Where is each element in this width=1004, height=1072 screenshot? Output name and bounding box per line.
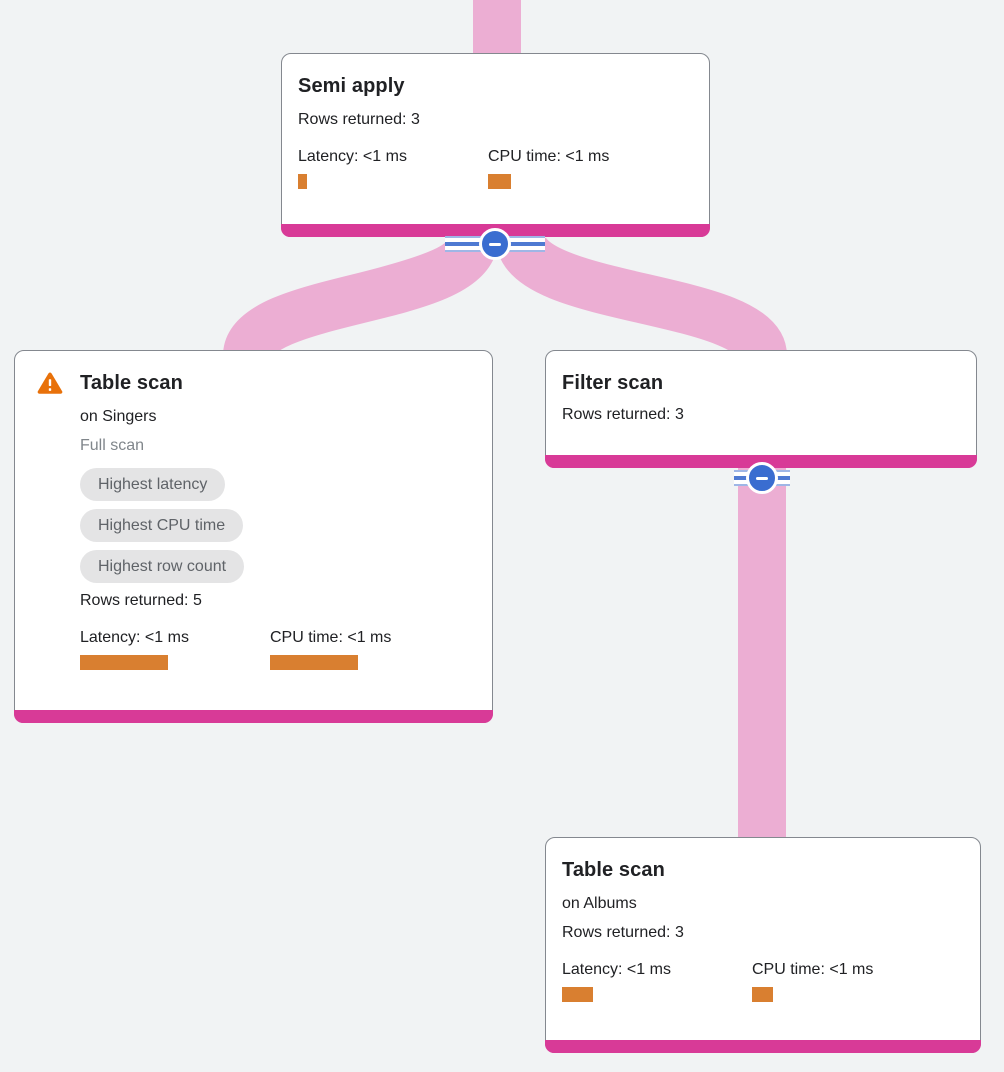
node-body: on Singers Full scan Highest latency Hig… [80, 407, 476, 670]
cpu-label: CPU time: <1 ms [488, 148, 610, 165]
latency-label: Latency: <1 ms [80, 629, 189, 646]
cpu-bar [752, 987, 773, 1002]
metrics-row: Latency: <1 ms CPU time: <1 ms [80, 628, 476, 670]
minus-icon [489, 242, 501, 246]
node-accent-bar [14, 710, 493, 723]
collapse-button[interactable] [746, 462, 778, 494]
link-semi-apply-to-table-scan-singers [223, 233, 498, 361]
rows-returned: Rows returned: 3 [562, 406, 684, 423]
rows-returned: Rows returned: 5 [80, 592, 202, 609]
node-table-scan-albums[interactable]: Table scan on Albums Rows returned: 3 La… [545, 837, 981, 1053]
scan-type: Full scan [80, 437, 145, 454]
latency-label: Latency: <1 ms [298, 148, 407, 165]
cpu-label: CPU time: <1 ms [752, 961, 874, 978]
node-table-scan-singers[interactable]: Table scan on Singers Full scan Highest … [14, 350, 493, 723]
node-accent-bar [545, 1040, 981, 1053]
cpu-metric: CPU time: <1 ms [270, 628, 460, 670]
metrics-row: Latency: <1 ms CPU time: <1 ms [298, 147, 693, 189]
badge-highest-cpu-time: Highest CPU time [80, 509, 244, 542]
badge-highest-latency: Highest latency [80, 468, 226, 501]
node-title: Table scan [80, 372, 183, 394]
node-accent-bar [545, 455, 977, 468]
minus-icon [756, 476, 768, 480]
badge-list: Highest latency Highest CPU time Highest… [80, 468, 476, 583]
cpu-metric: CPU time: <1 ms [488, 147, 678, 189]
latency-metric: Latency: <1 ms [298, 147, 488, 189]
cpu-bar [488, 174, 511, 189]
node-semi-apply[interactable]: Semi apply Rows returned: 3 Latency: <1 … [281, 53, 710, 237]
latency-label: Latency: <1 ms [562, 961, 671, 978]
latency-metric: Latency: <1 ms [562, 960, 752, 1002]
latency-bar [298, 174, 307, 189]
rows-returned: Rows returned: 3 [562, 924, 684, 941]
latency-bar [562, 987, 593, 1002]
node-title: Table scan [562, 859, 665, 881]
scan-target: on Singers [80, 408, 157, 425]
badge-highest-row-count: Highest row count [80, 550, 245, 583]
cpu-bar [270, 655, 358, 670]
warning-icon [37, 372, 63, 394]
link-semi-apply-to-filter-scan [496, 233, 787, 361]
cpu-label: CPU time: <1 ms [270, 629, 392, 646]
metrics-row: Latency: <1 ms CPU time: <1 ms [562, 960, 964, 1002]
latency-metric: Latency: <1 ms [80, 628, 270, 670]
node-title: Filter scan [562, 372, 664, 394]
collapse-button[interactable] [479, 228, 511, 260]
cpu-metric: CPU time: <1 ms [752, 960, 942, 1002]
rows-returned: Rows returned: 3 [298, 111, 420, 128]
node-filter-scan[interactable]: Filter scan Rows returned: 3 [545, 350, 977, 468]
scan-target: on Albums [562, 895, 637, 912]
latency-bar [80, 655, 168, 670]
node-title: Semi apply [298, 75, 405, 97]
node-header: Table scan [31, 371, 476, 395]
